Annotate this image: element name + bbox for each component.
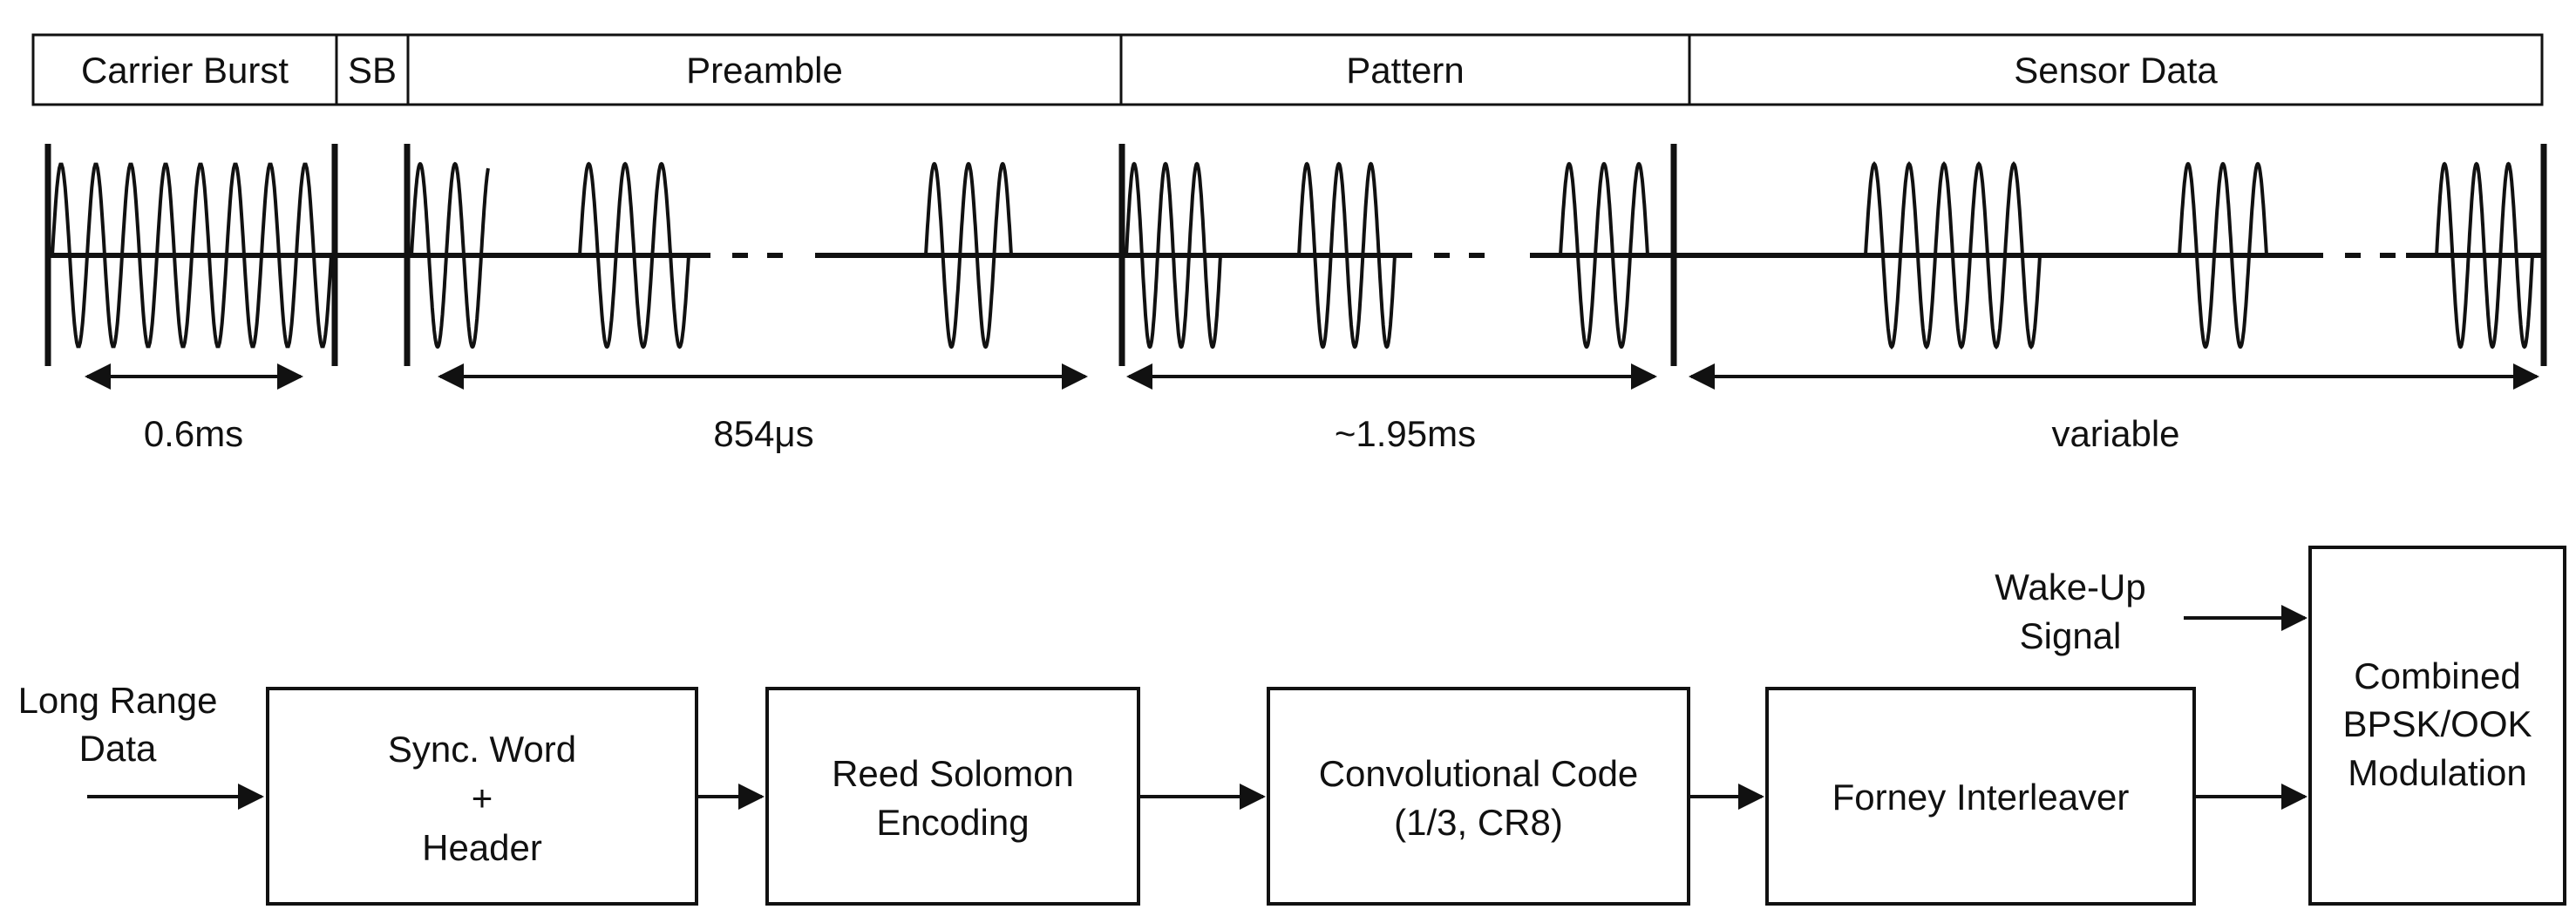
segment-label-sb: SB <box>348 50 397 91</box>
duration-label-sensor-data: variable <box>2051 413 2179 454</box>
segment-label-preamble: Preamble <box>686 50 843 91</box>
duration-label-carrier-burst: 0.6ms <box>144 413 243 454</box>
wave-burst-6 <box>1297 161 1397 350</box>
block-sync-word-header-line-2: + <box>472 777 493 818</box>
pipeline-input-label-line-1: Long Range <box>18 680 218 721</box>
wave-burst-7 <box>1559 161 1649 350</box>
segment-label-carrier-burst: Carrier Burst <box>81 50 289 91</box>
block-bpsk-ook-modulation <box>2308 546 2566 906</box>
wakeup-label-line-1: Wake-Up <box>1995 567 2145 607</box>
block-bpsk-ook-modulation-line-3: Modulation <box>2348 752 2526 793</box>
wave-burst-4 <box>924 161 1013 350</box>
block-convolutional-code-line-2: (1/3, CR8) <box>1394 802 1563 843</box>
block-reed-solomon-line-1: Reed Solomon <box>832 753 1074 794</box>
wave-burst-1 <box>51 162 333 349</box>
block-sync-word-header-line-3: Header <box>422 827 542 868</box>
duration-label-preamble: 854μs <box>713 413 813 454</box>
wave-burst-10 <box>2435 161 2534 350</box>
segment-label-sensor-data: Sensor Data <box>2014 50 2218 91</box>
block-reed-solomon <box>765 687 1140 906</box>
block-reed-solomon-line-2: Encoding <box>876 802 1029 843</box>
segment-label-pattern: Pattern <box>1346 50 1464 91</box>
block-bpsk-ook-modulation-line-1: Combined <box>2354 655 2520 696</box>
duration-label-pattern: ~1.95ms <box>1335 413 1476 454</box>
pipeline-input-label-line-2: Data <box>79 728 157 769</box>
wakeup-label-line-2: Signal <box>2020 615 2122 656</box>
wave-burst-8 <box>1864 160 2042 350</box>
wave-burst-5 <box>1125 161 1222 350</box>
duration-arrows: 0.6ms 854μs ~1.95ms variable <box>85 363 2539 454</box>
wave-burst-3 <box>578 161 690 350</box>
frame-header: Carrier Burst SB Preamble Pattern Sensor… <box>31 33 2544 106</box>
waveform <box>44 144 2547 366</box>
block-forney-interleaver-line-1: Forney Interleaver <box>1832 777 2130 818</box>
block-convolutional-code <box>1267 687 1690 906</box>
wave-burst-2 <box>410 161 490 350</box>
segment-box-sensor-data <box>1688 33 2544 106</box>
block-sync-word-header-line-1: Sync. Word <box>388 729 576 770</box>
block-bpsk-ook-modulation-line-2: BPSK/OOK <box>2342 703 2532 744</box>
encoding-pipeline: Long Range Data Sync. Word + Header Reed… <box>18 546 2566 906</box>
block-convolutional-code-line-1: Convolutional Code <box>1319 753 1639 794</box>
wave-burst-9 <box>2178 161 2268 350</box>
